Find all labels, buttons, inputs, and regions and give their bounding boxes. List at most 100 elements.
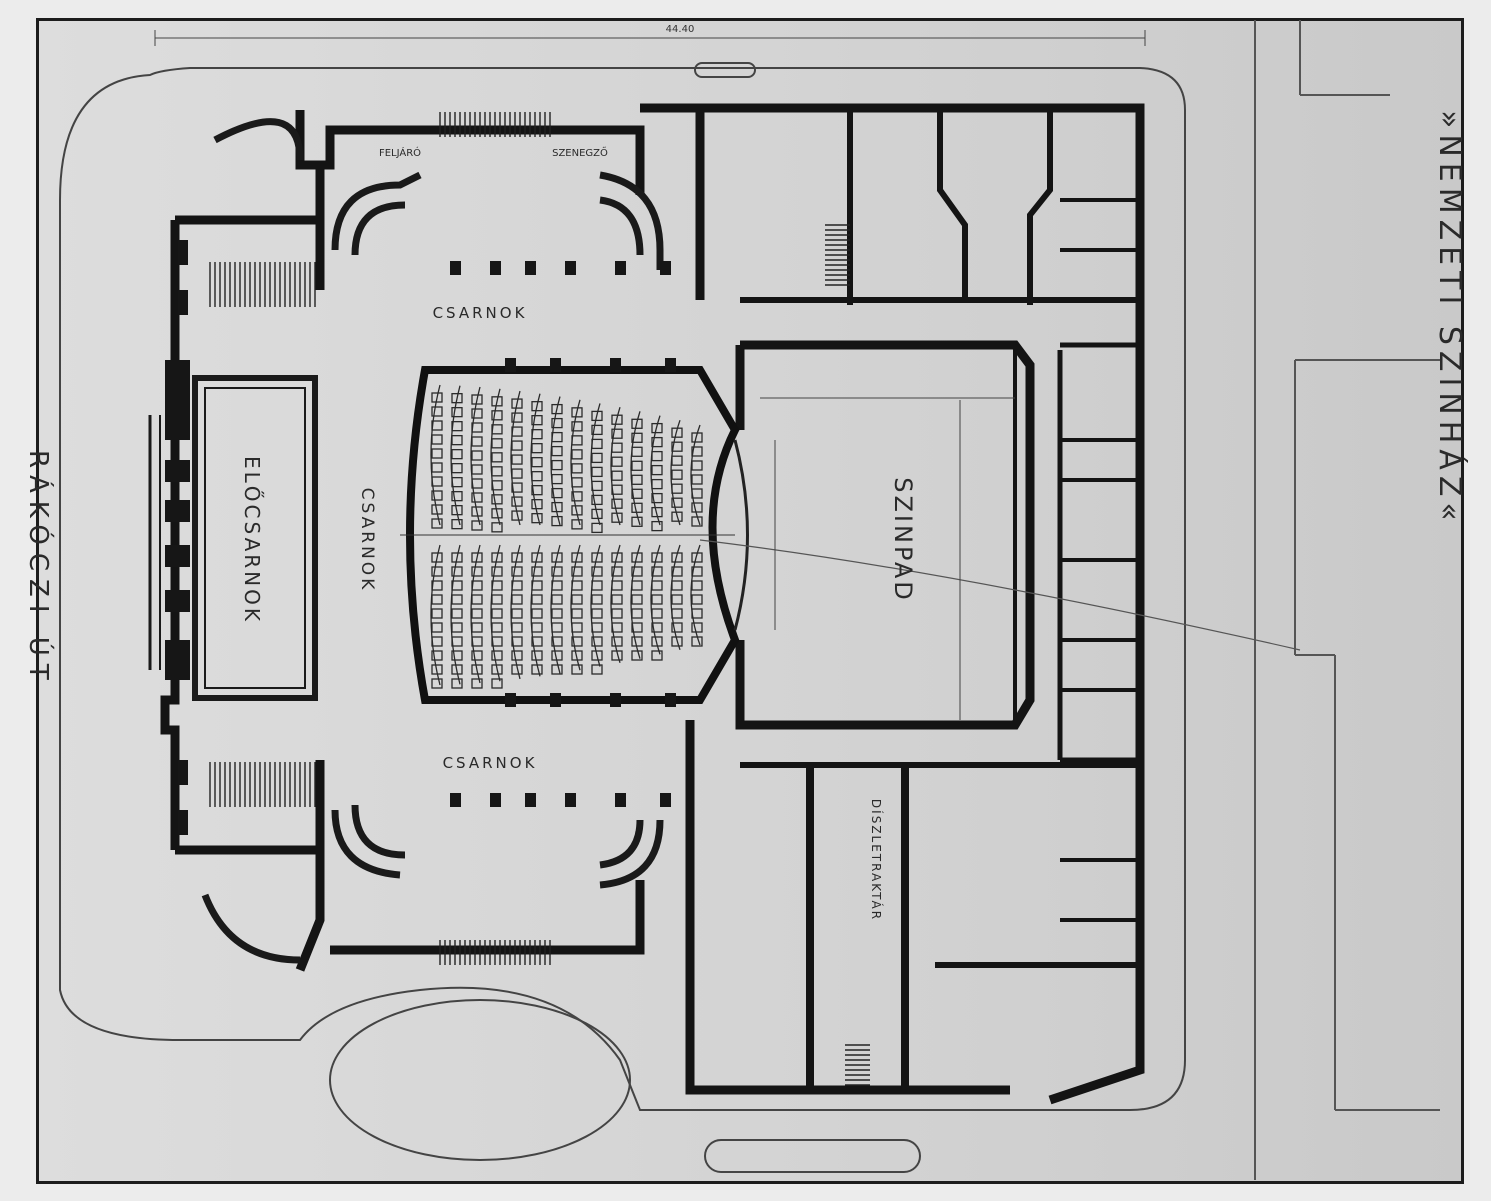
seat [451, 580, 463, 591]
seat [451, 566, 463, 577]
seat [611, 498, 623, 509]
garden-oval [329, 999, 631, 1161]
seat-row [430, 384, 441, 526]
seat [631, 432, 643, 443]
seat [491, 580, 503, 591]
seat [511, 594, 523, 605]
seat [651, 650, 663, 661]
seat [691, 566, 703, 577]
site-boundary [1254, 20, 1440, 1180]
seat [591, 438, 603, 450]
seat [591, 622, 603, 633]
seat [591, 508, 603, 520]
seat [451, 608, 463, 619]
seat [431, 392, 443, 403]
seat [671, 580, 683, 591]
seat [531, 485, 543, 496]
building-walls [160, 103, 1145, 1105]
seat-row [510, 544, 521, 680]
seat [431, 462, 443, 473]
seat [671, 636, 683, 647]
seat [471, 608, 483, 619]
seat [551, 403, 563, 415]
seat [591, 650, 603, 661]
drawing-title: »NEMZETI SZINHÁZ« [1432, 110, 1468, 527]
seat [491, 480, 503, 491]
seat-row [510, 390, 521, 526]
seat [491, 566, 503, 577]
seat [451, 435, 463, 446]
seat [691, 502, 703, 513]
seat [611, 470, 623, 481]
seat [671, 455, 683, 466]
seat-row [650, 544, 661, 655]
seat [531, 401, 543, 412]
seat [431, 406, 443, 417]
seat [571, 580, 583, 591]
seat [551, 594, 563, 605]
seat [691, 636, 703, 647]
seat [531, 415, 543, 426]
seat [451, 622, 463, 633]
seat [671, 483, 683, 494]
seat [611, 636, 623, 647]
seat [431, 552, 443, 563]
seat-row [450, 385, 461, 526]
seat [631, 580, 643, 591]
seat [451, 664, 463, 675]
seat [451, 650, 463, 661]
seat-row [530, 544, 541, 677]
seat [651, 506, 663, 518]
seat [631, 446, 643, 457]
seat [571, 608, 583, 619]
seat [511, 608, 523, 619]
seat [691, 580, 703, 591]
seat [551, 650, 563, 661]
seat [511, 622, 523, 633]
column [450, 793, 461, 807]
seat [511, 440, 523, 451]
seat [611, 608, 623, 619]
seat [491, 650, 503, 661]
seat [471, 566, 483, 577]
seat [431, 650, 443, 661]
seat [631, 516, 643, 527]
seat [431, 490, 443, 501]
seat [491, 608, 503, 619]
seat [631, 418, 643, 429]
seat [631, 608, 643, 619]
seat [531, 443, 543, 454]
seat [531, 608, 543, 619]
seat [471, 520, 483, 531]
seat [671, 427, 683, 438]
seat [691, 552, 703, 563]
seat [471, 408, 483, 419]
seat [551, 473, 563, 485]
seat [631, 566, 643, 577]
seat-row [570, 544, 581, 671]
seat [571, 435, 583, 446]
seat [651, 636, 663, 647]
seat [531, 513, 543, 524]
seat [571, 594, 583, 605]
stairs [209, 112, 870, 1086]
seat [611, 442, 623, 453]
seat [591, 494, 603, 506]
seat [471, 436, 483, 447]
seat [631, 594, 643, 605]
seat [471, 678, 483, 689]
seat [431, 594, 443, 605]
seat [651, 422, 663, 434]
seat [571, 622, 583, 633]
seat [431, 566, 443, 577]
seat [591, 594, 603, 605]
seat [631, 552, 643, 563]
seat [511, 412, 523, 423]
lobby-columns [450, 261, 676, 807]
seat [691, 432, 703, 443]
drawing-frame [36, 18, 1464, 1184]
column [505, 693, 516, 707]
seat-row [690, 424, 701, 526]
seat [431, 664, 443, 675]
auditorium [400, 366, 749, 704]
